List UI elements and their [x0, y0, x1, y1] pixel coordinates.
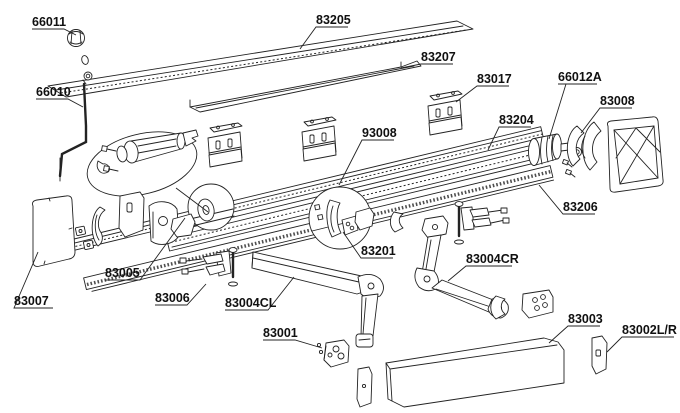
- wall-bracket: [207, 122, 243, 168]
- part-label-case-profile: 93008: [362, 126, 397, 140]
- part-label-cover-strip: 83207: [421, 50, 456, 64]
- part-label-lead-bar: 83003: [568, 312, 603, 326]
- gear-drum: [528, 133, 573, 166]
- roller-clamp: [389, 211, 404, 233]
- part-label-wall-bracket: 83017: [477, 72, 512, 86]
- lead-bar-foot: [316, 339, 350, 368]
- part-label-arm-fork: 83006: [155, 291, 190, 305]
- left-end-cover: [32, 195, 76, 267]
- lead-bar-foot-right: [490, 289, 554, 320]
- arm-bolt-left: [228, 247, 238, 287]
- part-label-top-cover-panel: 83205: [316, 13, 351, 27]
- wall-bracket: [301, 116, 337, 162]
- part-label-left-end-cover: 83007: [14, 294, 49, 308]
- arm-fork: [179, 250, 232, 277]
- part-label-spring-arm-right: 83004CR: [466, 252, 519, 266]
- top-cover-panel: [47, 20, 474, 98]
- part-label-crank-knob: 66011: [32, 15, 66, 29]
- drum-screws: [561, 158, 576, 178]
- left-end-bracket: [74, 191, 196, 251]
- lead-bar-end-cap-left: [356, 366, 373, 408]
- right-end-cover: [606, 116, 664, 193]
- crank-rod: [58, 79, 88, 182]
- part-label-lead-bar-foot: 83001: [263, 326, 298, 340]
- arm-bolt-right: [454, 201, 464, 245]
- lead-bar-end-cap-right: [591, 335, 608, 375]
- crank-knob: [67, 29, 93, 81]
- roller-cutaway-detail: [187, 183, 235, 231]
- part-label-roller-profile: 83204: [499, 113, 534, 127]
- part-label-gear-drum: 66012A: [558, 70, 602, 84]
- end-bracket-set: [566, 121, 602, 171]
- part-label-hook-bracket: 83201: [361, 244, 396, 258]
- part-label-crank-rod: 66010: [36, 85, 71, 99]
- cover-strip: [189, 60, 422, 113]
- part-label-end-bracket-set: 83008: [600, 94, 635, 108]
- part-label-lead-bar-end-caps: 83002L/R: [622, 323, 677, 337]
- leader-lines: [13, 26, 674, 353]
- part-label-spring-arm-left: 83004CL: [225, 296, 277, 310]
- arm-fork-right: [460, 206, 510, 231]
- spring-arm-left: [251, 251, 384, 348]
- hook-bracket: [308, 186, 375, 250]
- part-labels: 66011 66010 83205 83207 83017 66012A 830…: [14, 13, 677, 340]
- part-label-left-end-bracket: 83005: [105, 266, 140, 280]
- roller-end-detail-bubble: [86, 129, 209, 213]
- wall-bracket: [427, 90, 463, 136]
- lead-bar: [385, 337, 565, 408]
- part-label-front-profile: 83206: [563, 200, 598, 214]
